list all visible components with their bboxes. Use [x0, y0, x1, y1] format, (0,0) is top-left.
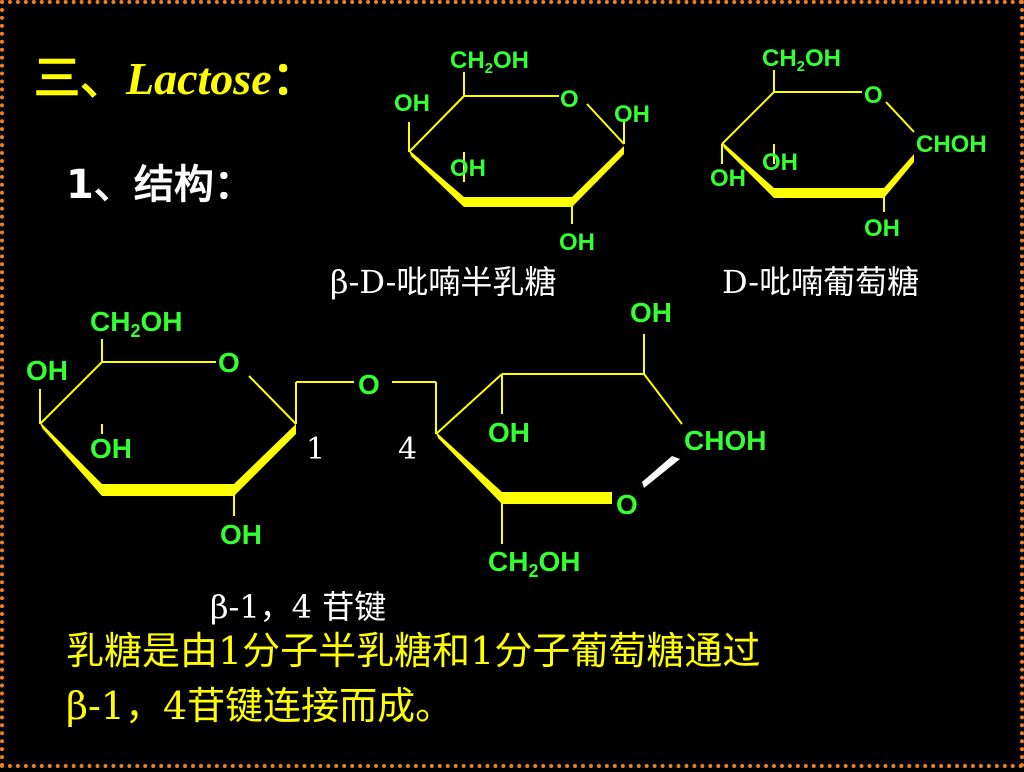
lactose-gal-ring-o: O [218, 347, 240, 378]
glycosidic-bond-label: β-1，4 苷键 [210, 588, 387, 626]
galactose-wedge-left [409, 150, 464, 207]
glucose-oh-c3: OH [762, 149, 798, 176]
lactose-gal-oh-c2: OH [220, 519, 262, 550]
galactose-ring [408, 72, 625, 224]
glucose-ch2oh: CH2OH [762, 45, 841, 75]
glycosidic-o: O [358, 369, 380, 400]
galactose-oh-c1: OH [614, 101, 650, 128]
lactose-glc-wedge-right [642, 456, 680, 488]
structure-diagram: CH2OH O OH OH OH OH CH2OH O CHOH OH OH O… [26, 45, 987, 581]
glucose-oh-c4: OH [710, 165, 746, 192]
title-prefix: 三、 [34, 53, 126, 104]
slide-title: 三、Lactose： [34, 42, 318, 108]
lactose-glc-wedge-left [436, 432, 502, 504]
lactose-glc-ring-o: O [616, 489, 638, 520]
lactose-gal-wedge-right [234, 424, 296, 496]
lactose-glc-bond-bottom [502, 492, 612, 504]
galactose-oh-c2: OH [559, 229, 595, 256]
lactose-gal-bond-bottom [102, 484, 234, 496]
glucose-ring-o: O [864, 82, 883, 109]
title-suffix: ： [271, 53, 318, 104]
lactose-glc-oh-c3: OH [488, 417, 530, 448]
glucose-name-label: D-吡喃葡萄糖 [722, 263, 920, 301]
galactose-oh-c3: OH [450, 155, 486, 182]
caption-line-2: β-1，4苷键连接而成。 [66, 684, 454, 728]
glucose-choh: CHOH [916, 131, 987, 158]
caption-line-1: 乳糖是由1分子半乳糖和1分子葡萄糖通过 [66, 629, 761, 673]
carbon-1-label: 1 [306, 432, 325, 467]
glucose-wedge-left [722, 142, 774, 198]
galactose-oh-c4: OH [394, 90, 430, 117]
summary-caption: 乳糖是由1分子半乳糖和1分子葡萄糖通过 β-1，4苷键连接而成。 [66, 624, 1016, 734]
carbon-4-label: 4 [398, 432, 417, 467]
glucose-wedge-right [884, 154, 914, 198]
glucose-ring [721, 70, 915, 212]
section-heading: 1、结构： [66, 162, 254, 208]
lactose-gal-oh-c3: OH [90, 433, 132, 464]
lactose-glc-ch2oh: CH2OH [488, 546, 580, 581]
galactose-wedge-right [572, 146, 624, 207]
lactose-bonds [39, 334, 683, 544]
galactose-bond-bottom [464, 197, 572, 207]
lactose-glc-oh-top: OH [630, 297, 672, 328]
title-lactose: Lactose [126, 53, 272, 104]
lactose-gal-wedge-left [40, 422, 102, 496]
lactose-gal-ch2oh: CH2OH [90, 306, 182, 341]
lactose-gal-oh-c4: OH [26, 355, 68, 386]
galactose-name-label: β-D-吡喃半乳糖 [330, 263, 557, 301]
glucose-oh-c2: OH [864, 215, 900, 242]
galactose-ring-o: O [560, 86, 579, 113]
galactose-ch2oh: CH2OH [450, 47, 529, 77]
glucose-bond-bottom [774, 188, 884, 198]
lactose-glc-choh: CHOH [684, 425, 766, 456]
